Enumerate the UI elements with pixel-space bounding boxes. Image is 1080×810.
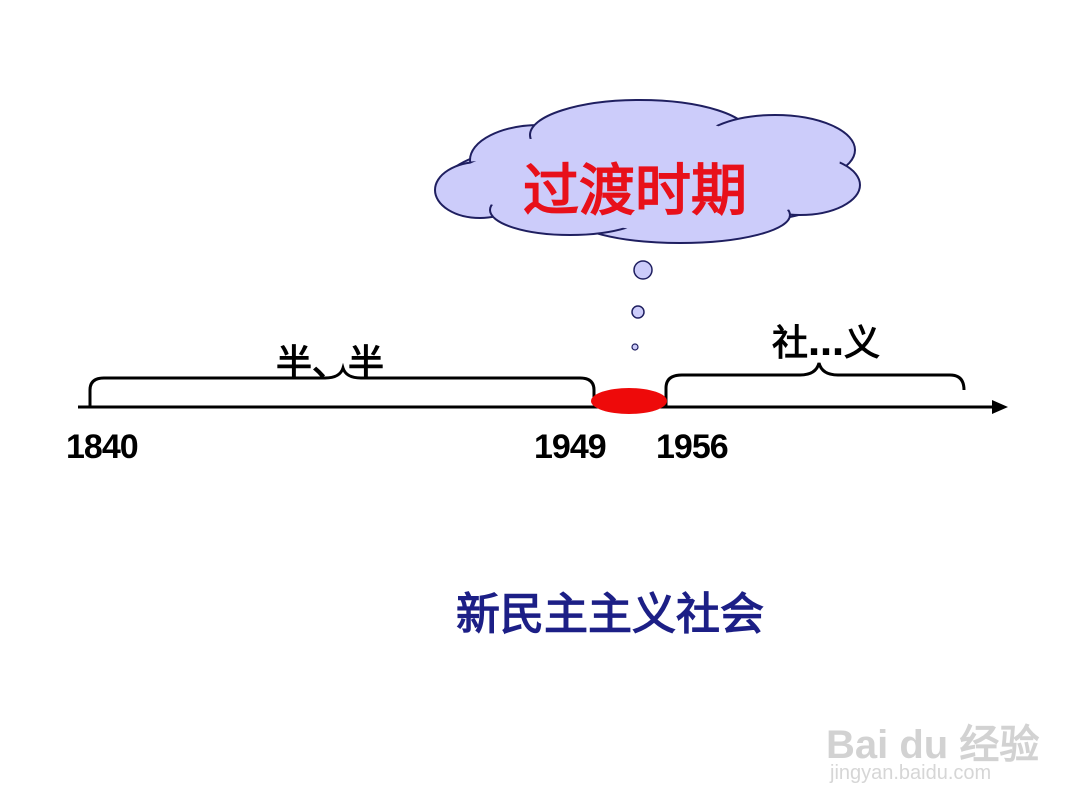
year-label-1956: 1956 xyxy=(656,428,729,466)
baidu-jingyan-watermark-url: jingyan.baidu.com xyxy=(830,762,992,784)
new-democratic-society-label: 新民主主义社会 xyxy=(456,589,764,640)
baidu-jingyan-watermark-logo: Bai du 经验 xyxy=(826,723,1040,767)
timeline-arrowhead xyxy=(992,400,1008,414)
transition-marker xyxy=(591,388,667,414)
left-period-brace xyxy=(88,362,596,408)
year-label-1840: 1840 xyxy=(66,428,139,466)
cloud-fill-cover xyxy=(455,115,845,232)
thought-bubble-small xyxy=(631,343,639,351)
left-period-label: 半、半 xyxy=(276,343,385,384)
right-period-label: 社…义 xyxy=(772,323,881,364)
year-label-1949: 1949 xyxy=(534,428,607,466)
right-period-brace xyxy=(664,362,966,406)
thought-bubble-large xyxy=(633,260,653,280)
thought-bubble-medium xyxy=(631,305,645,319)
transition-period-title: 过渡时期 xyxy=(523,158,747,224)
